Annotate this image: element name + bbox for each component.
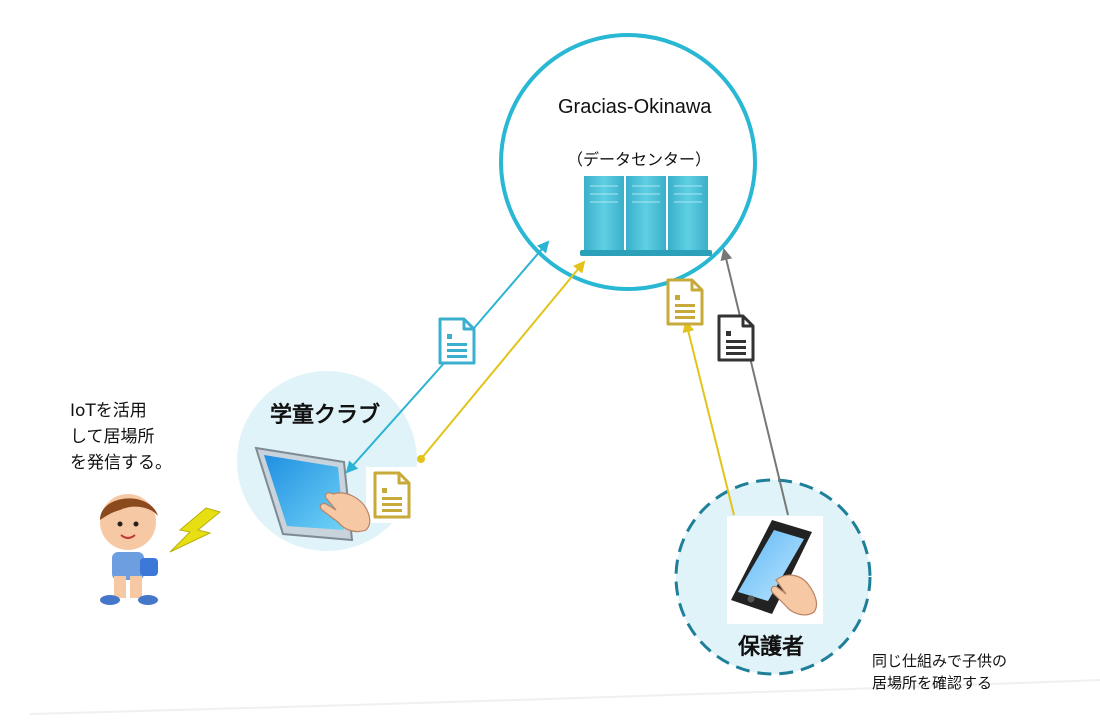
- same-mechanism-note: 同じ仕組みで子供の 居場所を確認する: [872, 650, 1007, 694]
- guardian-label: 保護者: [738, 635, 805, 660]
- arrow-datacenter-to-club: [345, 369, 439, 474]
- club-label: 学童クラブ: [270, 403, 381, 428]
- document-icon: [719, 316, 753, 360]
- child-icon: [100, 494, 158, 605]
- arrow-datacenter-to-guardian: [682, 320, 735, 516]
- same-note-line: 同じ仕組みで子供の: [872, 652, 1008, 670]
- touch-tablet-icon: [254, 446, 371, 542]
- document-icon: [440, 319, 474, 363]
- child-note-line: して居場所: [70, 427, 155, 447]
- data-center-name: Gracias-Okinawa: [558, 96, 712, 118]
- document-icon: [375, 473, 409, 517]
- document-icon: [668, 280, 702, 324]
- child-note-line: を発信する。: [70, 453, 172, 473]
- server-rack-icon: [580, 176, 712, 256]
- floor-line: [29, 679, 1100, 715]
- same-note-line: 居場所を確認する: [872, 674, 993, 692]
- data-center-subtitle: （データセンター）: [567, 150, 712, 169]
- arrow-club-upload: [420, 260, 586, 460]
- lightning-icon: [169, 507, 222, 553]
- child-note-line: IoTを活用: [70, 401, 147, 421]
- arrow-guardian-to-datacenter: [720, 248, 789, 516]
- smartphone-icon: [727, 516, 823, 624]
- child-note: IoTを活用 して居場所 を発信する。: [70, 398, 172, 476]
